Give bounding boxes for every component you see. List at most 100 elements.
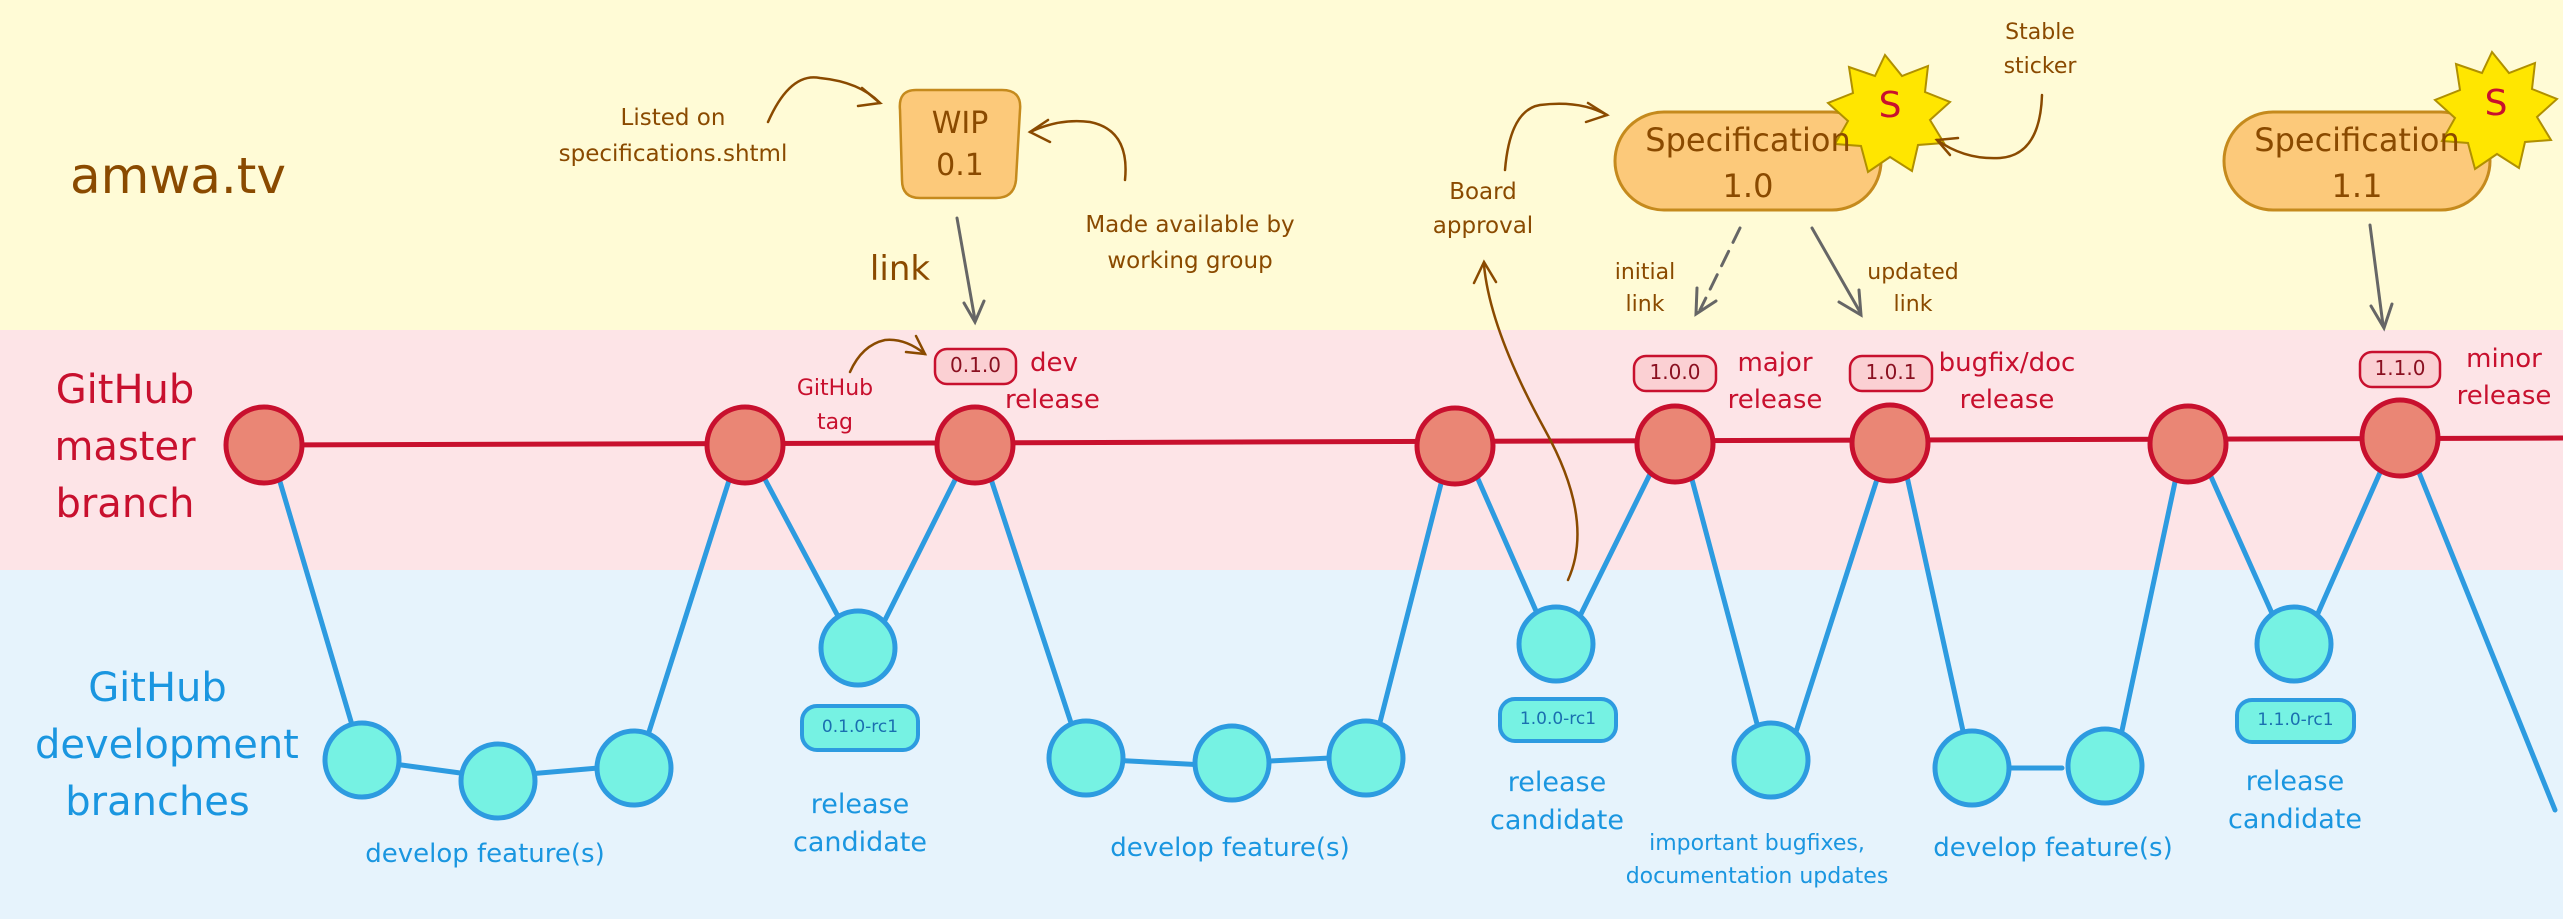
initial-link-arrow [1698,226,1742,312]
spec-1-1-box [2222,110,2492,212]
master-commit-node [1414,405,1496,487]
arrow-head [1694,286,1718,317]
release-candidate-line: release [2245,766,2345,797]
wip-label-line1: WIP [931,106,989,141]
made-available-line: working group [1107,248,1273,274]
tag-box-1.0.0 [1632,354,1718,393]
arrow-head [1934,136,1960,157]
tag-desc-line: minor [2466,344,2542,374]
initial-link-line: initial [1614,260,1676,285]
tag-box-1.1.0 [2358,350,2442,389]
release-candidate-line: release [1507,767,1607,798]
development-band-label-line: GitHub [88,665,227,711]
tag-box-1.0.1 [1848,354,1934,393]
dev-commit-node [1932,728,2012,808]
tag-desc-line: release [1005,385,1100,415]
master-tag-node-1.0.0 [1634,403,1716,485]
bugfixes-line: important bugfixes, [1649,831,1865,856]
release-candidate-label-1: release candidate [785,786,935,862]
board-approval-curve [1482,263,1579,582]
made-available-arrow [1028,119,1127,182]
initial-link-annotation: initial link [1600,257,1690,321]
link-annotation: link [869,249,931,289]
amwa-site-label: amwa.tv [70,145,286,208]
board-approval-annotation: Board approval [1418,175,1548,243]
spec-1-1-version: 1.1 [2331,167,2383,205]
wip-label-line2: 0.1 [936,148,984,183]
rc-tag-box [1498,697,1618,743]
github-tag-line: tag [816,410,854,435]
tag-desc-1.0.0: major release [1715,345,1835,419]
tag-desc-line: dev [1030,348,1078,378]
release-candidate-label-2: release candidate [1482,764,1632,840]
dev-commit-node [1731,720,1811,800]
arrow-head [1584,101,1610,124]
dev-connection [757,467,843,623]
dev-connection [882,467,963,623]
dev-connection [1687,469,1763,738]
stable-sticker-arrow [1935,93,2044,160]
link-arrows [955,216,2394,332]
dev-connection [1903,469,1968,743]
listed-on-line: specifications.shtml [558,141,788,167]
updated-link-line: link [1893,292,1933,317]
stable-sticker-line: Stable [2005,20,2075,45]
tag-desc-line: bugfix/doc [1938,348,2076,378]
dev-commit-node [594,728,674,808]
dev-commit-node [1046,718,1126,798]
master-band-label-line: master [54,424,196,470]
bugfixes-label: important bugfixes, documentation update… [1622,827,1892,893]
spec-1-1-label: Specification 1.1 [2224,117,2490,209]
stable-sticker-letter: S [1878,85,1902,126]
github-tag-arrow [848,338,927,374]
master-tag-boxes [933,347,2442,393]
dev-commit-node [2065,726,2145,806]
release-candidate-line: candidate [792,827,928,858]
spec-1-0-version: 1.0 [1722,167,1774,205]
bugfixes-line: documentation updates [1625,864,1889,889]
dev-commit-node [1326,718,1406,798]
github-tag-line: GitHub [796,376,874,401]
rc-tag-box [2235,698,2356,744]
dev-commit-node [1192,723,1272,803]
rc-tag-boxes [800,697,2356,752]
master-tag-node-1.0.1 [1849,402,1931,484]
listed-on-line: Listed on [620,105,726,131]
wip-label: WIP 0.1 [900,103,1020,187]
development-band-label-line: branches [65,779,250,825]
arrow-head [1472,259,1498,285]
tag-desc-line: release [1959,385,2055,415]
initial-link-line: link [1625,292,1665,317]
stable-sticker-icon [2433,50,2559,171]
board-approval-line: Board [1449,179,1517,205]
spec-1-1-link-arrow [2368,223,2385,327]
tag-label-1.0.0: 1.0.0 [1649,360,1701,384]
rc-tag-label: 1.0.0-rc1 [1519,709,1597,729]
dev-connection [1375,465,1448,733]
spec-1-0-title: Specification [1645,121,1851,159]
dev-connection [645,465,736,738]
master-commit-node [704,404,786,486]
stable-sticker-letter: S [2484,83,2508,124]
rc-node-1.0.0 [1516,604,1596,684]
dev-connection [1107,757,1208,768]
dev-connection [1575,467,1655,623]
board-approval-top-arrow [1503,102,1609,172]
stable-sticker-icon [1826,53,1952,174]
dev-connection [1471,467,1543,623]
dev-connection [985,467,1078,738]
dev-commit-node [322,720,402,800]
tag-desc-1.1.0: minor release [2448,341,2560,415]
release-candidate-line: candidate [1489,805,1625,836]
rc-tag-label: 1.1.0-rc1 [2257,710,2334,730]
amwa-band [0,0,2563,330]
dev-connection [2205,467,2278,623]
updated-link-line: updated [1867,260,1959,285]
annotation-arrows-brown [766,76,2044,582]
master-band-label-line: branch [55,481,195,527]
tag-desc-line: release [2456,381,2552,411]
updated-link-arrow [1810,226,1862,314]
develop-features-label-2: develop feature(s) [1110,833,1350,863]
master-commit-node [2147,403,2229,485]
